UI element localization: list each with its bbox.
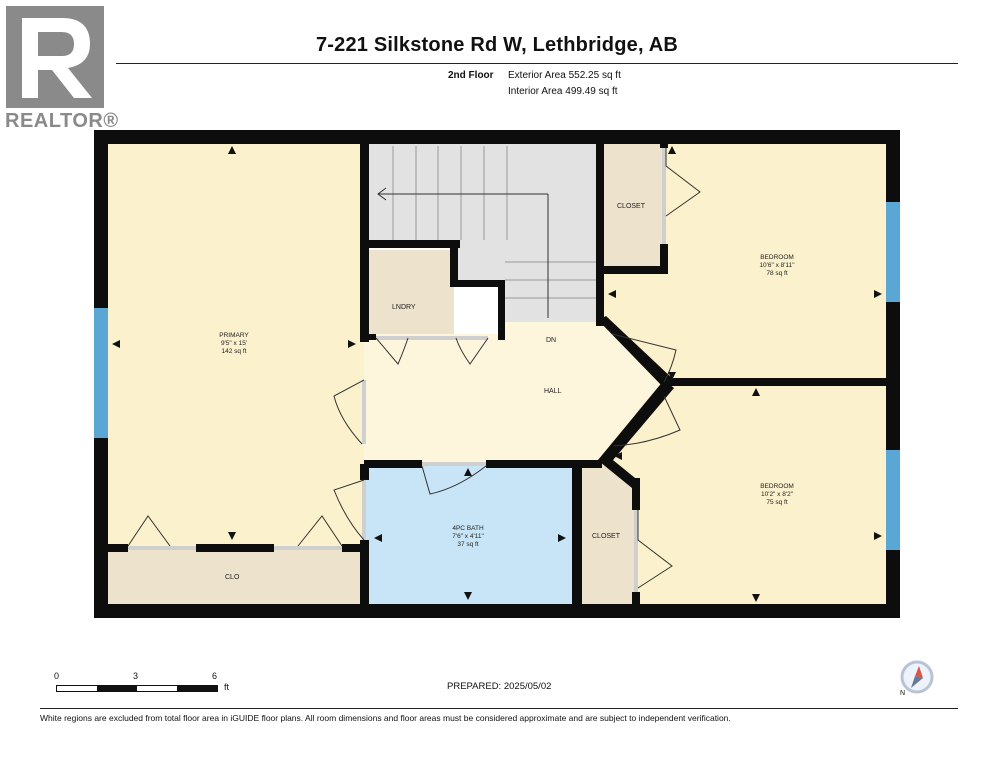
scale-bar-segment bbox=[97, 686, 137, 691]
window-bedroom-2 bbox=[886, 450, 900, 550]
closet-1-room bbox=[600, 138, 664, 270]
scale-unit: ft bbox=[224, 682, 230, 692]
scale-bar bbox=[56, 685, 218, 692]
bedroom-1-dims: 10'6" x 8'11" bbox=[759, 262, 795, 269]
bath-dims: 7'6" x 4'11" bbox=[452, 533, 484, 540]
stair-treads bbox=[377, 146, 600, 318]
bedroom-2-area: 75 sq ft bbox=[766, 499, 788, 506]
bath-area: 37 sq ft bbox=[457, 541, 479, 548]
primary-dims: 9'5" x 15' bbox=[220, 340, 248, 347]
laundry-room bbox=[364, 250, 454, 334]
scale-label-3: 3 bbox=[133, 671, 139, 681]
page-title: 7-221 Silkstone Rd W, Lethbridge, AB bbox=[315, 34, 679, 56]
window-bedroom-1 bbox=[886, 202, 900, 302]
room-label-bedroom-2: BEDROOM 10'2" x 8'2" 75 sq ft bbox=[727, 483, 827, 507]
prepared-date: PREPARED: 2025/05/02 bbox=[447, 681, 552, 692]
room-label-closet-1: CLOSET bbox=[617, 203, 646, 210]
compass-north-label: N bbox=[900, 690, 906, 697]
primary-room bbox=[102, 138, 364, 548]
clo-closet bbox=[102, 548, 364, 608]
closet-2-room bbox=[578, 464, 636, 608]
scale-label-0: 0 bbox=[54, 671, 60, 681]
bedroom-2-room bbox=[600, 384, 890, 608]
room-label-bath: 4PC BATH 7'6" x 4'11" 37 sq ft bbox=[418, 525, 518, 549]
hall-area bbox=[364, 322, 668, 464]
compass-icon bbox=[897, 660, 937, 700]
door-strips bbox=[128, 148, 666, 592]
bedroom-1-name: BEDROOM bbox=[760, 254, 794, 261]
title-rule bbox=[116, 63, 958, 64]
footer-disclaimer: White regions are excluded from total fl… bbox=[40, 713, 731, 723]
compass-rose bbox=[900, 660, 934, 694]
room-label-bedroom-1: BEDROOM 10'6" x 8'11" 78 sq ft bbox=[727, 254, 827, 278]
room-label-clo: CLO bbox=[225, 574, 240, 581]
floor-label: 2nd Floor bbox=[448, 70, 494, 81]
stairs-landing bbox=[456, 244, 500, 280]
bedroom-2-dims: 10'2" x 8'2" bbox=[760, 491, 794, 498]
room-label-primary: PRIMARY 9'5" x 15' 142 sq ft bbox=[184, 332, 284, 356]
stairs-down-label: DN bbox=[546, 337, 557, 344]
bedroom-2-name: BEDROOM bbox=[760, 483, 794, 490]
realtor-logo-mark bbox=[6, 6, 104, 108]
room-label-closet-2: CLOSET bbox=[592, 533, 621, 540]
bedroom-1-room bbox=[600, 138, 890, 380]
interior-area: Interior Area 499.49 sq ft bbox=[508, 86, 618, 97]
window-primary bbox=[94, 308, 108, 438]
primary-name: PRIMARY bbox=[219, 332, 249, 339]
scale-label-6: 6 bbox=[212, 671, 218, 681]
realtor-logo-text: REALTOR® bbox=[5, 110, 119, 132]
primary-area: 142 sq ft bbox=[221, 348, 247, 355]
walls bbox=[94, 130, 900, 618]
room-label-hall: HALL bbox=[544, 388, 562, 395]
dimension-arrows bbox=[112, 146, 882, 602]
exterior-area: Exterior Area 552.25 sq ft bbox=[508, 70, 621, 81]
footer-rule bbox=[40, 708, 958, 709]
stairs-lower bbox=[500, 244, 600, 322]
bath-room bbox=[364, 464, 578, 608]
scale-bar-segment bbox=[177, 686, 217, 691]
room-label-laundry: LNDRY bbox=[392, 304, 416, 311]
bedroom-1-area: 78 sq ft bbox=[766, 270, 788, 277]
door-swings bbox=[127, 148, 701, 589]
stairs-upper bbox=[364, 138, 600, 244]
realtor-logo bbox=[6, 6, 104, 108]
bath-name: 4PC BATH bbox=[452, 525, 484, 532]
